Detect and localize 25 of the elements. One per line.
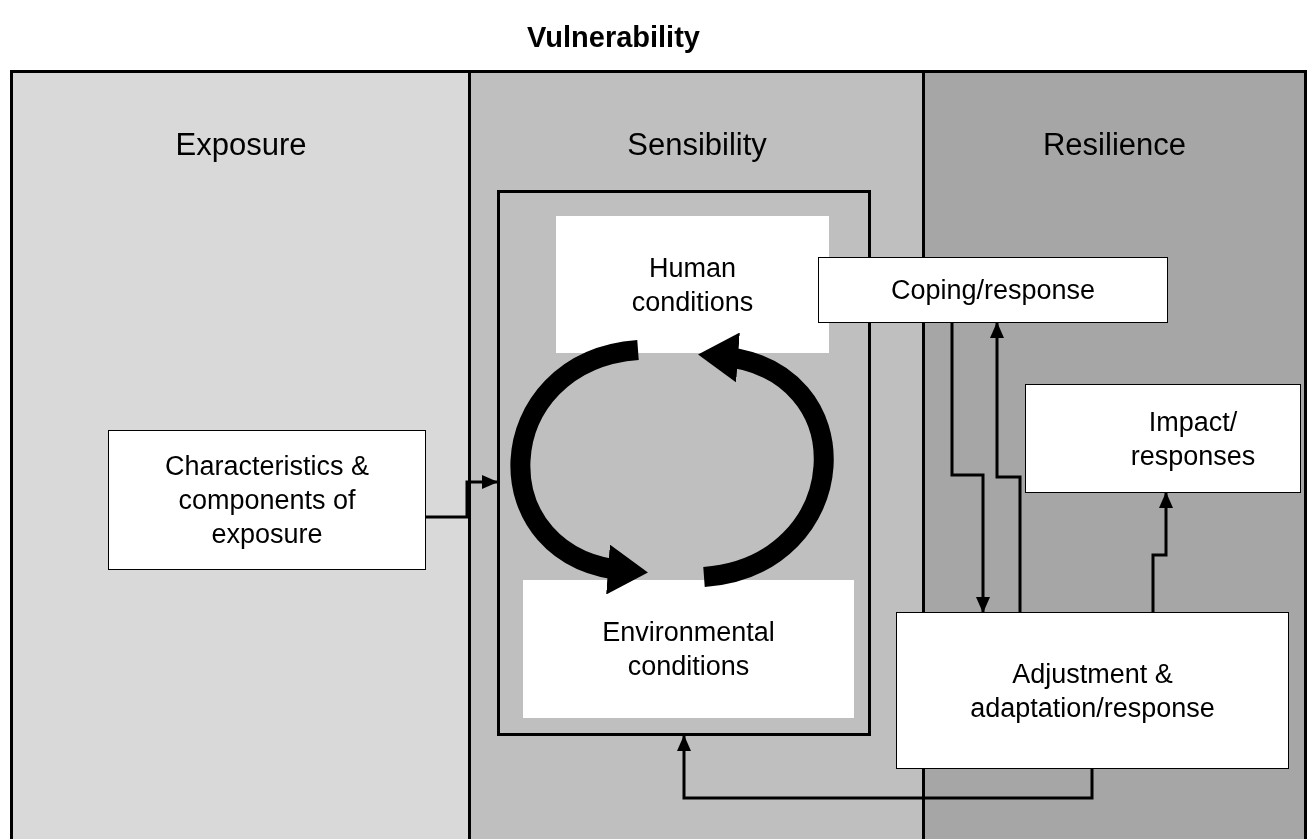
arrow	[950, 323, 990, 613]
node-label: Coping/response	[890, 274, 1096, 307]
column-heading: Sensibility	[627, 126, 767, 164]
node-label: Human conditions	[630, 251, 755, 319]
diagram-title: Vulnerability	[527, 20, 700, 55]
arrow	[990, 322, 1022, 612]
curved-arrow	[698, 335, 834, 587]
arrow	[426, 475, 498, 519]
node-label: Characteristics & components of exposure	[163, 450, 371, 551]
node-label: Impact/ responses	[1129, 405, 1257, 473]
node-label: Adjustment & adaptation/response	[969, 657, 1216, 725]
column-heading: Resilience	[1043, 126, 1186, 164]
node-label: Environmental conditions	[601, 616, 776, 683]
column-heading: Exposure	[175, 126, 307, 164]
condition-box	[556, 216, 829, 353]
text-box	[108, 430, 426, 570]
condition-box	[523, 580, 854, 718]
group-frame	[497, 190, 871, 736]
column-band	[12, 72, 470, 839]
arrow	[677, 735, 1094, 800]
text-box	[818, 257, 1168, 323]
text-box	[896, 612, 1289, 769]
text-box	[1025, 384, 1301, 493]
curved-arrow	[510, 340, 648, 592]
arrow	[1151, 492, 1173, 612]
